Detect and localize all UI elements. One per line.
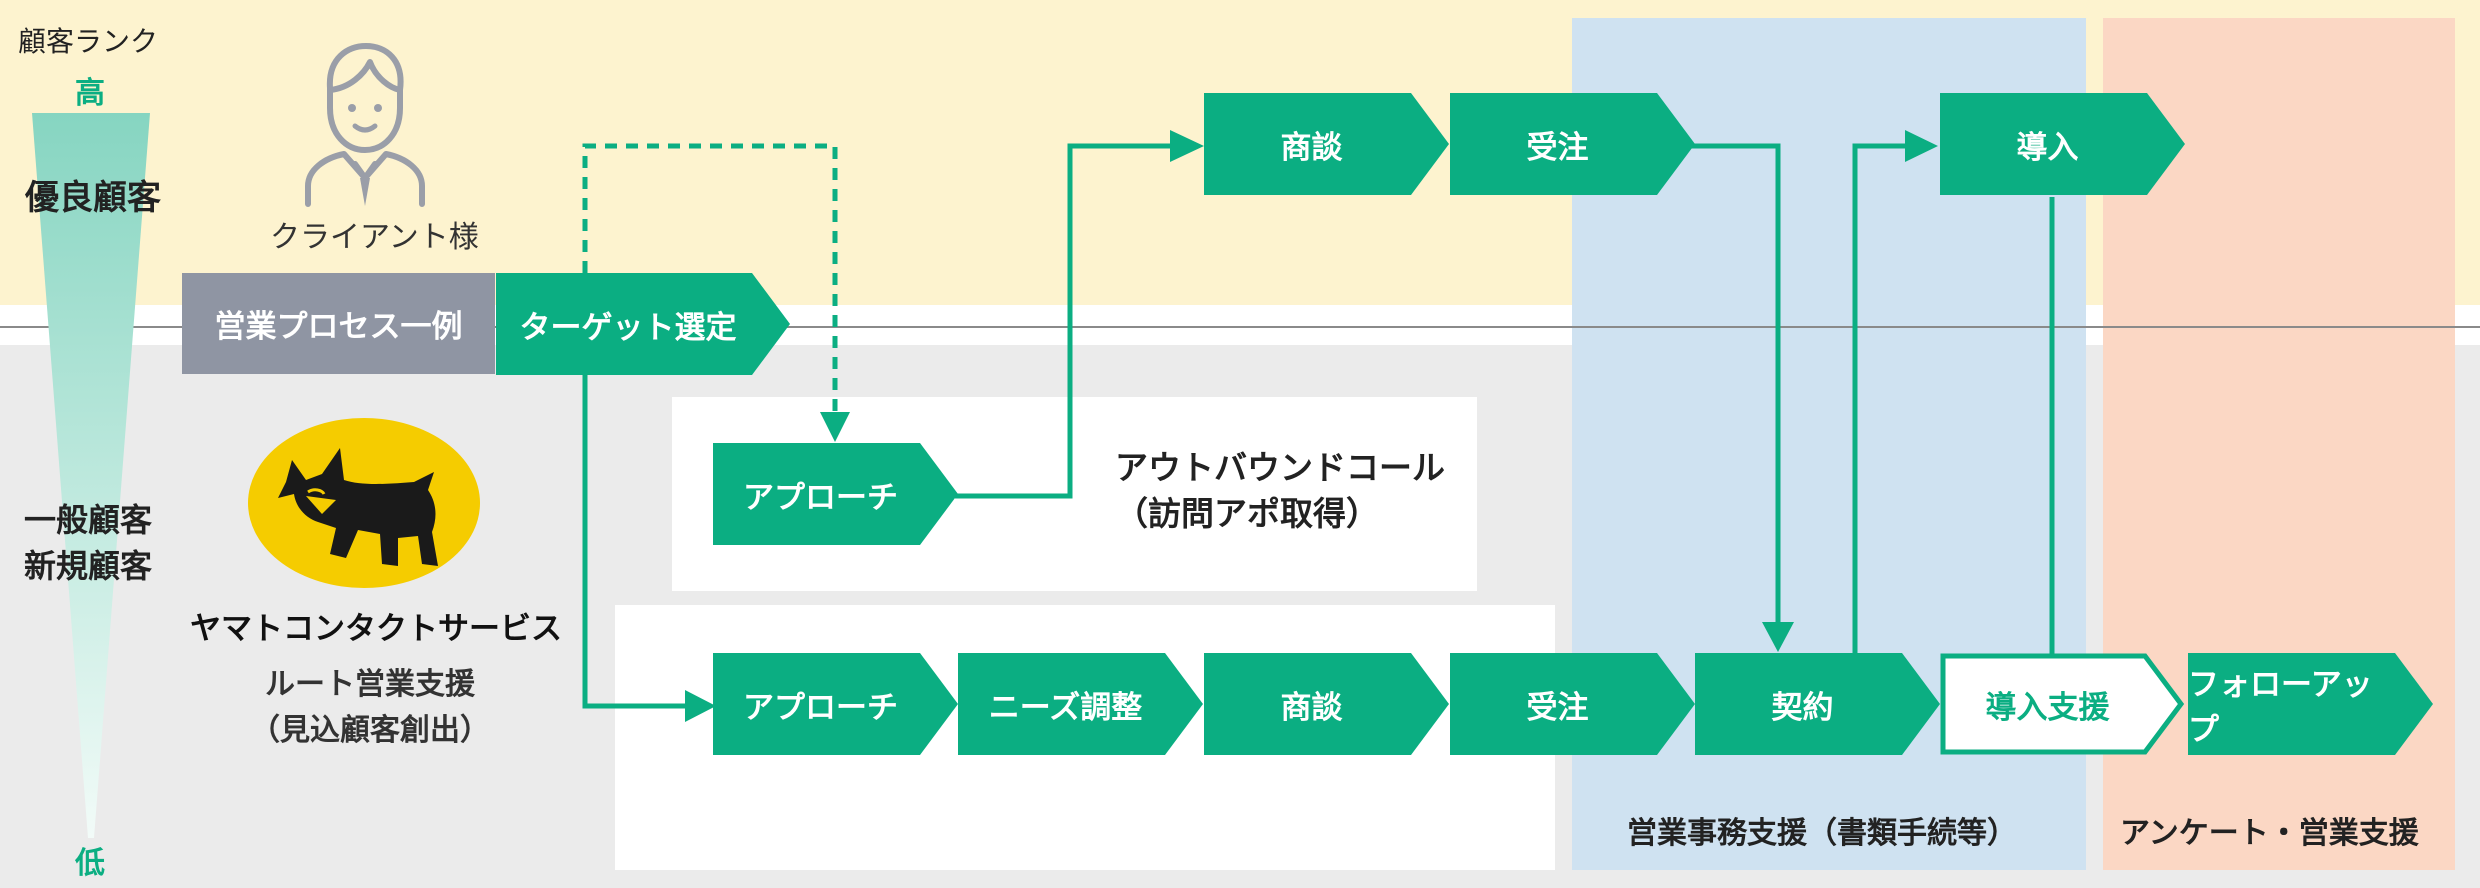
rank-good-customer: 優良顧客 [25,178,161,218]
rank-new-label: 新規顧客 [24,547,153,585]
route-step-contract: 契約 [1695,653,1940,755]
client-step-negotiation: 商談 [1204,93,1449,195]
process-example-label: 営業プロセス一例 [182,273,495,374]
rank-general-customer: 一般顧客 新規顧客 [24,497,152,589]
office-support-caption: 営業事務支援（書類手続等） [1627,816,2017,851]
rank-title: 顧客ランク [18,25,159,58]
company-name: ヤマトコンタクトサービス [190,611,562,647]
outbound-step-approach: アプローチ [713,443,958,545]
service-desc-line2: （見込顧客創出） [250,713,490,748]
outbound-title: アウトバウンドコール （訪問アポ取得） [1115,445,1445,537]
rank-gradient-wedge [32,113,150,838]
route-step-intro-support: 導入支援 [1940,653,2185,755]
rank-high-label: 高 [75,76,105,111]
client-step-order: 受注 [1450,93,1695,195]
route-step-approach: アプローチ [713,653,958,755]
service-desc-line1: ルート営業支援 [265,667,475,702]
route-step-order: 受注 [1450,653,1695,755]
intro-support-label: 導入支援 [1985,689,2110,726]
rank-low-label: 低 [75,846,105,881]
service-description: ルート営業支援 （見込顧客創出） [250,662,490,754]
client-step-introduction: 導入 [1940,93,2185,195]
divider-line [0,326,2480,328]
outbound-title-line2: （訪問アポ取得） [1115,494,1379,533]
survey-support-caption: アンケート・営業支援 [2120,816,2419,851]
outbound-title-line1: アウトバウンドコール [1115,448,1445,487]
client-person-icon [305,43,425,207]
intro-support-outline [1940,653,2185,755]
route-step-needs: ニーズ調整 [958,653,1203,755]
cat-logo-icon [248,418,480,588]
route-step-follow-up: フォローアップ [2188,653,2433,755]
rank-general-label: 一般顧客 [24,501,153,539]
route-step-negotiation: 商談 [1204,653,1449,755]
step-target-selection: ターゲット選定 [496,273,790,375]
client-label: クライアント様 [270,220,479,255]
